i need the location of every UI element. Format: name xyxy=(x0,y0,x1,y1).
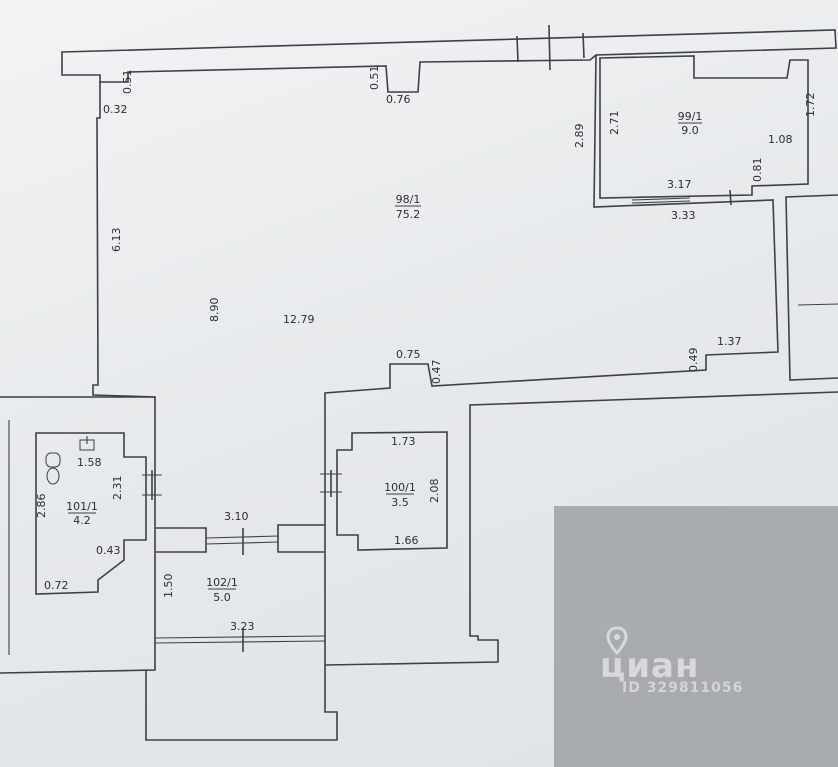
room-101-walls xyxy=(35,432,147,595)
dim-0-76: 0.76 xyxy=(386,93,411,106)
watermark-overlay xyxy=(554,506,838,767)
dim-3-17: 3.17 xyxy=(667,178,692,191)
location-pin-icon xyxy=(606,626,628,656)
room-101-area: 4.2 xyxy=(73,514,91,527)
dim-0-51-b: 0.51 xyxy=(368,66,381,91)
room-102-bottom-window xyxy=(154,635,326,639)
top-wall-mark-2 xyxy=(548,24,551,71)
room-102-opening xyxy=(205,535,279,539)
top-wall-mark-3 xyxy=(582,32,585,59)
room-102-walls xyxy=(155,527,207,553)
hall-left-wall xyxy=(92,82,156,398)
dim-1-37: 1.37 xyxy=(717,335,742,348)
dim-0-72: 0.72 xyxy=(44,579,69,592)
room-98-area: 75.2 xyxy=(396,208,421,221)
room-99-area: 9.0 xyxy=(681,124,699,137)
dim-1-08: 1.08 xyxy=(768,133,793,146)
outer-top-wall xyxy=(61,29,837,93)
dim-0-49: 0.49 xyxy=(687,348,700,373)
dim-1-50: 1.50 xyxy=(162,574,175,599)
dim-1-66: 1.66 xyxy=(394,534,419,547)
dim-1-73: 1.73 xyxy=(391,435,416,448)
dim-0-81: 0.81 xyxy=(751,158,764,183)
room-99-window xyxy=(631,197,691,201)
dim-1-58: 1.58 xyxy=(77,456,102,469)
room-99-walls xyxy=(599,55,809,199)
room-101-outer xyxy=(0,396,156,674)
bottom-balcony xyxy=(145,665,338,741)
dim-2-89: 2.89 xyxy=(573,124,586,149)
neighbor-unit-right xyxy=(785,194,838,381)
room-98-id: 98/1 xyxy=(396,193,421,206)
dim-12-79: 12.79 xyxy=(283,313,315,326)
dim-8-90: 8.90 xyxy=(208,298,221,323)
dim-0-43: 0.43 xyxy=(96,544,121,557)
dim-6-13: 6.13 xyxy=(110,228,123,253)
dim-1-72: 1.72 xyxy=(804,93,817,118)
dim-3-10: 3.10 xyxy=(224,510,249,523)
room-99-id: 99/1 xyxy=(678,110,703,123)
dim-2-31: 2.31 xyxy=(111,476,124,501)
dim-3-33: 3.33 xyxy=(671,209,696,222)
room-100-id: 100/1 xyxy=(384,481,416,494)
room-100-area: 3.5 xyxy=(391,496,409,509)
dim-0-51-a: 0.51 xyxy=(121,70,134,95)
dim-2-71: 2.71 xyxy=(608,111,621,136)
room-102-area: 5.0 xyxy=(213,591,231,604)
dim-2-08: 2.08 xyxy=(428,479,441,504)
dim-0-75: 0.75 xyxy=(396,348,421,361)
hall-right-wall xyxy=(324,54,779,665)
dim-3-23: 3.23 xyxy=(230,620,255,633)
room-100-walls xyxy=(336,431,448,551)
dim-0-32: 0.32 xyxy=(103,103,128,116)
toilet-icon xyxy=(45,452,61,468)
top-wall-mark-1 xyxy=(516,35,519,63)
dim-0-47: 0.47 xyxy=(430,360,443,385)
room-99-door-mark xyxy=(729,189,732,206)
dim-2-86: 2.86 xyxy=(35,494,48,519)
watermark-listing-id: ID 329811056 xyxy=(622,680,744,696)
room-102-id: 102/1 xyxy=(206,576,238,589)
corridor-outline-right xyxy=(324,391,838,666)
room-101-id: 101/1 xyxy=(66,500,98,513)
watermark-brand: циан xyxy=(600,646,700,686)
